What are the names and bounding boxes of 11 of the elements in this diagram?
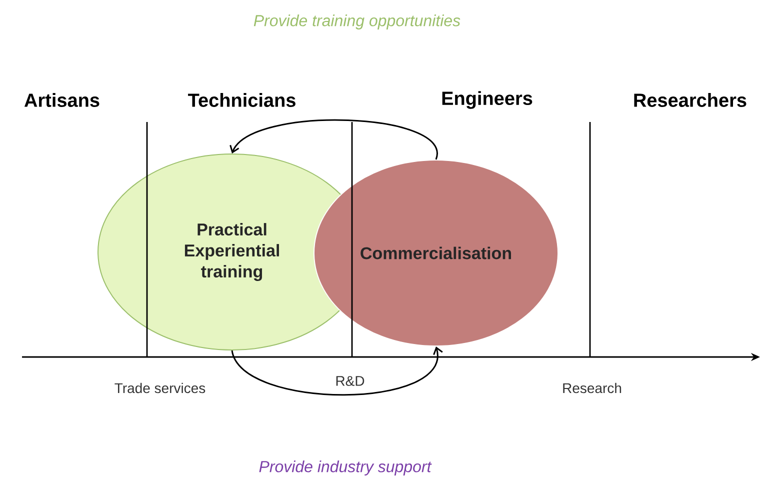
curved-arrow [231, 346, 443, 396]
column-heading: Researchers [634, 93, 746, 107]
column-heading: Engineers [442, 91, 532, 109]
edge-label: R&D [334, 375, 366, 387]
caption: Provide industry support [259, 460, 432, 476]
column-heading: Artisans [24, 93, 100, 107]
title: Provide training opportunities [254, 14, 460, 30]
axis-label: Trade services [114, 382, 206, 394]
curved-arrow [230, 120, 438, 160]
axis-label: Research [563, 382, 622, 394]
column-heading: Technicians [188, 93, 296, 107]
